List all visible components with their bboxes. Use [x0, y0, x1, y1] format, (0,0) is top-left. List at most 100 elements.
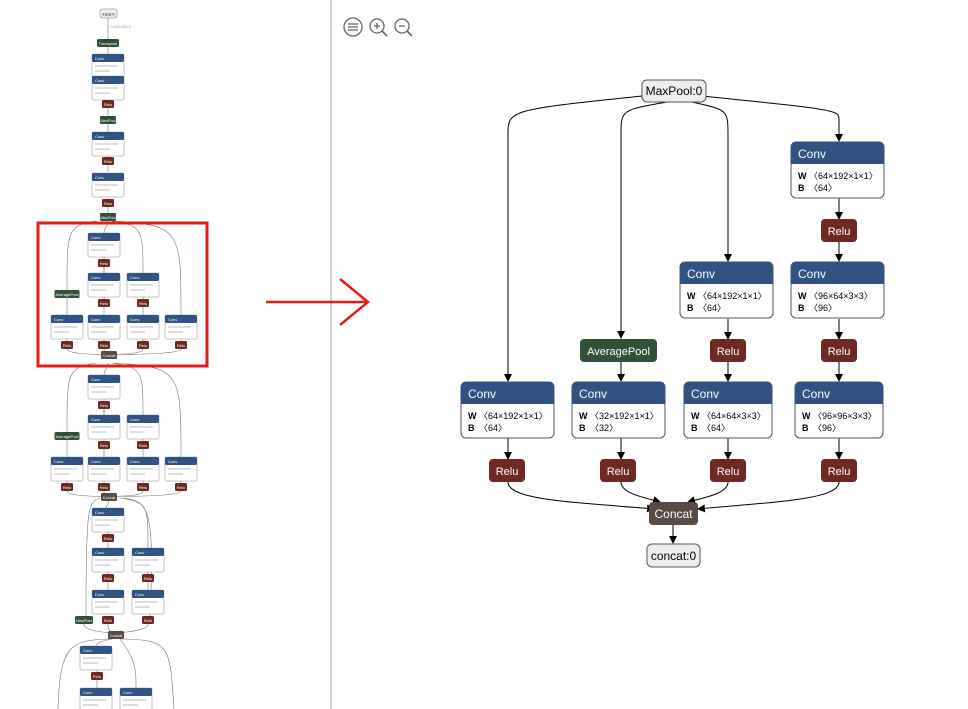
overview-conv-node[interactable]: Conv: [131, 589, 165, 615]
svg-text:Relu: Relu: [104, 536, 112, 541]
zoom-out-button[interactable]: [394, 18, 413, 37]
relu-node[interactable]: Relu: [600, 459, 636, 482]
conv-node[interactable]: Conv W 〈32×192×1×1〉 B 〈32〉: [571, 381, 666, 439]
conv-node[interactable]: Conv W 〈64×64×3×3〉 B 〈64〉: [683, 381, 773, 439]
svg-text:Conv: Conv: [130, 417, 139, 422]
overview-relu-node[interactable]: Relu: [102, 157, 114, 165]
overview-maxpool-node[interactable]: MaxPool: [100, 213, 116, 221]
overview-conv-node[interactable]: Conv: [91, 507, 125, 533]
overview-relu-node[interactable]: Relu: [98, 483, 110, 491]
overview-relu-node[interactable]: Relu: [102, 199, 114, 207]
overview-relu-node[interactable]: Relu: [61, 483, 73, 491]
zoom-in-button[interactable]: [369, 18, 388, 37]
overview-conv-node[interactable]: Conv: [79, 687, 113, 709]
overview-relu-node[interactable]: Relu: [102, 100, 114, 108]
overview-input-node[interactable]: input:0: [99, 8, 118, 19]
relu-node[interactable]: Relu: [710, 459, 746, 482]
conv-node[interactable]: Conv W 〈64×192×1×1〉 B 〈64〉: [460, 381, 555, 439]
overview-nodes: input:01×224×224×3TransposeConvConvReluM…: [50, 8, 198, 709]
svg-text:Conv: Conv: [168, 317, 177, 322]
relu-node[interactable]: Relu: [710, 339, 746, 362]
overview-conv-node[interactable]: Conv: [50, 314, 84, 340]
concat-node[interactable]: Concat: [649, 502, 698, 525]
svg-text:Concat: Concat: [103, 353, 117, 358]
overview-relu-node[interactable]: Relu: [102, 574, 114, 582]
sidebar-toggle-button[interactable]: [343, 17, 363, 37]
overview-maxpool-node[interactable]: MaxPool: [100, 116, 116, 124]
concat-label: Concat: [654, 507, 693, 521]
overview-averagepool-node[interactable]: AveragePool: [54, 432, 80, 440]
overview-concat-node[interactable]: Concat: [101, 493, 117, 501]
conv-node[interactable]: Conv W 〈96×64×3×3〉 B 〈96〉: [790, 261, 885, 319]
overview-relu-node[interactable]: Relu: [98, 259, 110, 267]
overview-conv-node[interactable]: Conv: [119, 687, 153, 709]
overview-relu-node[interactable]: Relu: [98, 341, 110, 349]
overview-relu-node[interactable]: Relu: [142, 574, 154, 582]
overview-relu-node[interactable]: Relu: [91, 672, 103, 680]
conv-node[interactable]: Conv W 〈64×192×1×1〉 B 〈64〉: [679, 261, 774, 319]
overview-relu-node[interactable]: Relu: [102, 534, 114, 542]
overview-conv-node[interactable]: Conv: [87, 414, 121, 440]
overview-conv-node[interactable]: Conv: [91, 172, 125, 198]
overview-conv-node[interactable]: Conv: [164, 314, 198, 340]
overview-conv-node[interactable]: Conv: [91, 589, 125, 615]
relu-node[interactable]: Relu: [489, 459, 525, 482]
overview-conv-node[interactable]: Conv: [126, 314, 160, 340]
overview-conv-node[interactable]: Conv: [87, 232, 121, 258]
weight-shape: 〈64×192×1×1〉: [809, 171, 878, 181]
tensor-concat-output[interactable]: concat:0: [646, 543, 701, 568]
overview-conv-node[interactable]: Conv: [131, 547, 165, 573]
overview-conv-node[interactable]: Conv: [126, 456, 160, 482]
overview-conv-node[interactable]: Conv: [91, 75, 125, 101]
conv-node[interactable]: Conv W 〈96×96×3×3〉 B 〈96〉: [794, 381, 884, 439]
overview-conv-node[interactable]: Conv: [91, 547, 125, 573]
relu-label: Relu: [717, 346, 740, 358]
bias-key: B: [687, 303, 694, 313]
overview-relu-node[interactable]: Relu: [137, 299, 149, 307]
overview-conv-node[interactable]: Conv: [50, 456, 84, 482]
overview-conv-node[interactable]: Conv: [91, 131, 125, 157]
overview-relu-node[interactable]: Relu: [61, 341, 73, 349]
overview-concat-node[interactable]: Concat: [101, 351, 117, 359]
averagepool-node[interactable]: AveragePool: [580, 339, 657, 362]
relu-node[interactable]: Relu: [821, 219, 857, 242]
overview-relu-node[interactable]: Relu: [98, 441, 110, 449]
overview-relu-node[interactable]: Relu: [137, 441, 149, 449]
relu-node[interactable]: Relu: [821, 339, 857, 362]
svg-text:Relu: Relu: [177, 485, 185, 490]
overview-concat-node[interactable]: Concat: [108, 631, 124, 639]
relu-node[interactable]: Relu: [821, 459, 857, 482]
overview-conv-node[interactable]: Conv: [126, 414, 160, 440]
svg-text:Conv: Conv: [95, 56, 104, 61]
overview-relu-node[interactable]: Relu: [137, 341, 149, 349]
overview-relu-node[interactable]: Relu: [175, 483, 187, 491]
overview-averagepool-node[interactable]: AveragePool: [54, 290, 80, 298]
svg-text:Conv: Conv: [95, 78, 104, 83]
svg-text:Relu: Relu: [100, 443, 108, 448]
overview-conv-node[interactable]: Conv: [91, 53, 125, 79]
overview-conv-node[interactable]: Conv: [87, 374, 121, 400]
relu-label: Relu: [828, 346, 851, 358]
overview-relu-node[interactable]: Relu: [175, 341, 187, 349]
overview-conv-node[interactable]: Conv: [87, 456, 121, 482]
svg-text:Conv: Conv: [130, 275, 139, 280]
svg-text:Conv: Conv: [83, 648, 92, 653]
overview-transpose-node[interactable]: Transpose: [97, 39, 119, 47]
overview-conv-node[interactable]: Conv: [126, 272, 160, 298]
conv-node[interactable]: Conv W 〈64×192×1×1〉 B 〈64〉: [790, 141, 885, 199]
overview-conv-node[interactable]: Conv: [79, 645, 113, 671]
overview-relu-node[interactable]: Relu: [98, 299, 110, 307]
overview-maxpool-node[interactable]: MaxPool: [75, 616, 93, 624]
svg-text:Transpose: Transpose: [99, 41, 119, 46]
svg-text:Relu: Relu: [93, 674, 101, 679]
svg-text:Relu: Relu: [139, 343, 147, 348]
overview-conv-node[interactable]: Conv: [164, 456, 198, 482]
overview-relu-node[interactable]: Relu: [142, 616, 154, 624]
tensor-maxpool-output[interactable]: MaxPool:0: [641, 79, 707, 103]
overview-conv-node[interactable]: Conv: [87, 272, 121, 298]
overview-relu-node[interactable]: Relu: [137, 483, 149, 491]
overview-relu-node[interactable]: Relu: [98, 401, 110, 409]
overview-conv-node[interactable]: Conv: [87, 314, 121, 340]
overview-relu-node[interactable]: Relu: [102, 616, 114, 624]
conv-title: Conv: [798, 147, 826, 161]
